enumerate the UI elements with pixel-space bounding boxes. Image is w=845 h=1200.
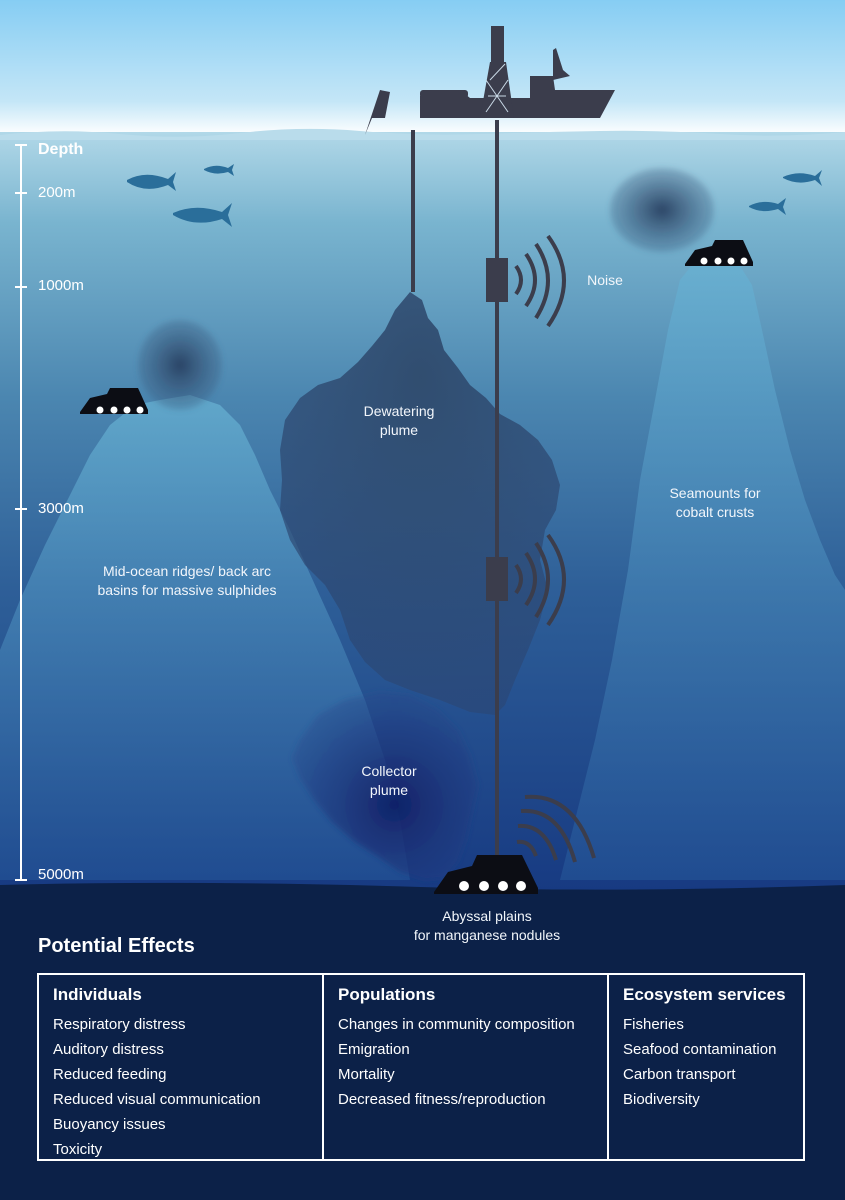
sound-wave-icon — [514, 533, 566, 627]
depth-tick-5000: 5000m — [38, 866, 84, 883]
effects-table: Individuals Respiratory distress Auditor… — [37, 973, 805, 1161]
sound-wave-icon — [514, 234, 566, 328]
effect-item: Respiratory distress — [53, 1016, 186, 1033]
effect-item: Changes in community composition — [338, 1016, 575, 1033]
abyssal-plains-label: Abyssal plains for manganese nodules — [413, 908, 561, 943]
depth-tick-3000: 3000m — [38, 500, 84, 517]
depth-tick-200: 200m — [38, 184, 76, 201]
dewatering-plume-label: Dewatering plume — [363, 403, 435, 438]
vehicle-wheels — [700, 257, 748, 265]
dewatering-plume-cloud — [280, 292, 560, 715]
effects-column-individuals: Individuals Respiratory distress Auditor… — [39, 975, 322, 1159]
column-heading: Ecosystem services — [623, 985, 786, 1004]
sound-wave-icon — [516, 794, 596, 863]
vehicle-wheels — [459, 881, 526, 891]
seamounts-label: Seamounts for cobalt crusts — [669, 485, 761, 520]
effect-item: Reduced visual communication — [53, 1091, 261, 1108]
seamount-plume — [610, 168, 714, 252]
column-heading: Populations — [338, 985, 436, 1004]
effect-item: Biodiversity — [623, 1091, 700, 1108]
seamount — [560, 255, 845, 880]
effects-column-ecosystem-services: Ecosystem services Fisheries Seafood con… — [607, 975, 803, 1159]
potential-effects-title: Potential Effects — [38, 935, 195, 957]
effect-item: Auditory distress — [53, 1041, 164, 1058]
noise-label: Noise — [587, 272, 623, 288]
water-surface — [0, 128, 845, 140]
collector-plume-label: Collector plume — [361, 763, 417, 798]
depth-scale-axis — [15, 144, 27, 881]
seabed — [0, 882, 845, 1200]
pump-icon — [486, 557, 508, 601]
fish-icon — [127, 164, 822, 227]
collector-plume-cloud — [292, 692, 478, 880]
ridge-plume — [138, 320, 222, 410]
effect-item: Reduced feeding — [53, 1066, 167, 1083]
effect-item: Decreased fitness/reproduction — [338, 1091, 546, 1108]
effect-item: Buoyancy issues — [53, 1116, 166, 1133]
collector-vehicle-icon — [80, 388, 148, 414]
effect-item: Mortality — [338, 1066, 395, 1083]
ridges-label: Mid-ocean ridges/ back arc basins for ma… — [97, 563, 277, 598]
effect-item: Emigration — [338, 1041, 410, 1058]
effect-item: Fisheries — [623, 1016, 684, 1033]
effect-item: Toxicity — [53, 1141, 103, 1158]
effects-column-populations: Populations Changes in community composi… — [322, 975, 607, 1159]
effect-item: Seafood contamination — [623, 1041, 777, 1058]
depth-title: Depth — [38, 141, 84, 158]
vehicle-wheels — [96, 406, 144, 414]
effect-item: Carbon transport — [623, 1066, 736, 1083]
drill-rig-icon — [480, 62, 514, 118]
column-heading: Individuals — [53, 985, 142, 1004]
pump-icon — [486, 258, 508, 302]
depth-tick-1000: 1000m — [38, 277, 84, 294]
